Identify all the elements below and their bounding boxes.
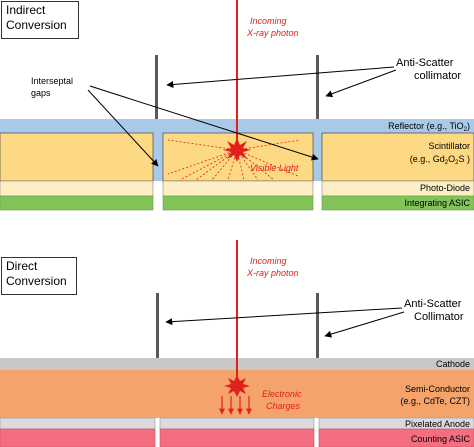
indirect-title-line2: Conversion [6,18,67,32]
direct-septum-right [316,293,319,358]
direct-antiscatter-line2: Collimator [414,311,464,323]
scintillator-pixel-3 [321,132,474,182]
counting-asic-pixel-2 [159,428,315,447]
interseptal-line1: Interseptal [31,76,73,86]
septum-right [316,55,319,119]
direct-title-line1: Direct [6,259,38,273]
asic-pixel-3 [321,195,474,211]
interseptal-arrow-left [87,89,159,167]
scintillator-label-line2: (e.g., Gd2O2S ) [410,154,470,166]
anode-pixel-2 [159,417,315,430]
integrating-asic-label: Integrating ASIC [404,198,470,208]
direct-incoming-line2: X-ray photon [246,268,299,278]
semiconductor-label-line1: Semi-Conductor [405,384,470,394]
direct-septum-left [156,293,159,358]
asic-pixel-1 [0,195,154,211]
anode-label: Pixelated Anode [405,419,470,429]
interaction-starburst [223,138,251,162]
interseptal-line2: gaps [31,88,51,98]
indirect-title-line1: Indirect [6,3,46,17]
electronic-charges-line1: Electronic [262,389,302,399]
direct-title-box: Direct Conversion [1,257,77,295]
counting-asic-pixel-3 [318,428,474,447]
indirect-antiscatter-line1: Anti-Scatter [396,57,454,69]
indirect-antiscatter-line2: collimator [414,70,461,82]
visible-light-label: Visible Light [250,163,299,173]
direct-interaction-starburst [224,375,250,397]
indirect-incoming-line1: Incoming [250,16,287,26]
asic-pixel-2 [162,195,314,211]
direct-antiscatter-line1: Anti-Scatter [404,298,462,310]
semiconductor-label-line2: (e.g., CdTe, CZT) [400,396,470,406]
anode-pixel-1 [0,417,156,430]
cathode-label: Cathode [436,359,470,369]
indirect-title-box: Indirect Conversion [1,1,79,39]
antiscatter-arrow-left [166,66,395,88]
counting-asic-label: Counting ASIC [411,434,471,444]
scintillator-label-line1: Scintillator [428,141,470,151]
direct-incoming-line1: Incoming [250,256,287,266]
photodiode-label: Photo-Diode [420,183,470,193]
photodiode-pixel-1 [0,180,154,197]
photodiode-pixel-2 [162,180,314,197]
direct-antiscatter-arrow-left [165,307,403,326]
antiscatter-arrow-right [325,69,397,98]
reflector-label: Reflector (e.g., TiO2) [388,121,470,133]
indirect-incoming-line2: X-ray photon [246,28,299,38]
direct-title-line2: Conversion [6,274,67,288]
electronic-charge-arrows [219,396,252,415]
direct-antiscatter-arrow-right [324,311,405,338]
septum-left [155,55,158,119]
interseptal-arrow-right [89,85,319,161]
counting-asic-pixel-1 [0,428,156,447]
scintillator-pixel-1 [0,132,154,182]
electronic-charges-line2: Charges [266,401,301,411]
